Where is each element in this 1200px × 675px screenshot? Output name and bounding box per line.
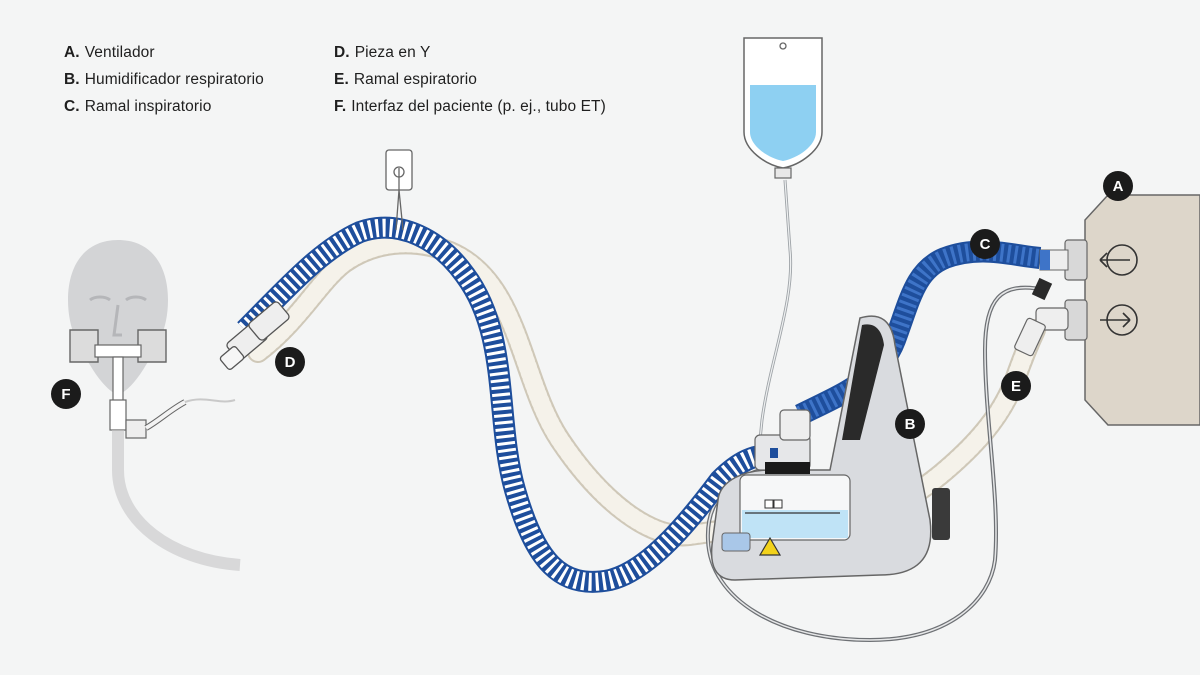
legend-item-a: A. Ventilador <box>64 42 334 64</box>
legend-item-e: E. Ramal espiratorio <box>334 69 654 91</box>
legend-item-b: B. Humidificador respiratorio <box>64 69 334 91</box>
ventilator <box>1014 194 1200 426</box>
badge-b-text: B <box>905 416 916 433</box>
badge-c-text: C <box>980 236 991 253</box>
badge-f-text: F <box>61 386 70 403</box>
tube-hanger <box>385 149 413 231</box>
badge-a: A <box>1103 171 1133 201</box>
legend-label: Humidificador respiratorio <box>84 71 264 88</box>
badge-d-text: D <box>285 354 296 371</box>
badge-c: C <box>970 229 1000 259</box>
badge-a-text: A <box>1113 178 1124 195</box>
badge-b: B <box>895 409 925 439</box>
badge-e: E <box>1001 371 1031 401</box>
legend-key: C. <box>64 98 80 115</box>
legend-key: B. <box>64 71 80 88</box>
legend-key: A. <box>64 44 80 61</box>
legend-label: Ramal espiratorio <box>353 71 478 88</box>
legend-label: Interfaz del paciente (p. ej., tubo ET) <box>351 98 606 115</box>
legend-label: Ventilador <box>84 44 155 61</box>
water-bag <box>743 37 823 179</box>
humidifier <box>710 315 950 581</box>
legend-label: Ramal inspiratorio <box>84 98 212 115</box>
badge-e-text: E <box>1011 378 1021 395</box>
legend-key: D. <box>334 44 350 61</box>
legend: A. Ventilador D. Pieza en Y B. Humidific… <box>64 42 654 118</box>
legend-label: Pieza en Y <box>354 44 431 61</box>
legend-item-c: C. Ramal inspiratorio <box>64 96 334 118</box>
legend-key: E. <box>334 71 349 88</box>
legend-key: F. <box>334 98 347 115</box>
legend-item-d: D. Pieza en Y <box>334 42 654 64</box>
y-piece <box>219 301 290 370</box>
patient-head <box>68 240 241 571</box>
expiratory-limb <box>247 232 1046 547</box>
badge-d: D <box>275 347 305 377</box>
badge-f: F <box>51 379 81 409</box>
legend-item-f: F. Interfaz del paciente (p. ej., tubo E… <box>334 96 654 118</box>
